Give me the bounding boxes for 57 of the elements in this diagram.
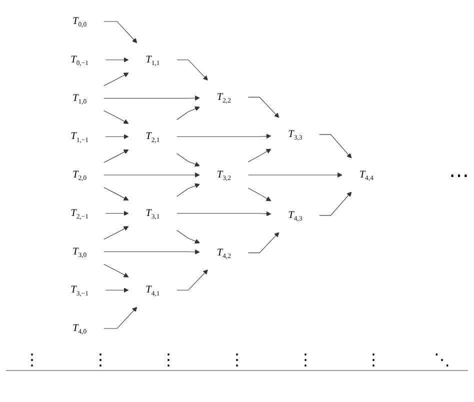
arrow	[176, 134, 272, 139]
arrow	[248, 148, 272, 162]
node-text: T$_{4,1}$	[146, 284, 160, 298]
node-text: T$_{4,3}$	[288, 208, 302, 222]
arrow	[176, 106, 200, 120]
node-text: T$_{1,−1}$	[70, 130, 88, 144]
arrow	[176, 60, 208, 81]
node-text: T$_{2,0}$	[72, 168, 87, 182]
arrow	[176, 183, 200, 197]
node-text: T$_{3,3}$	[288, 128, 302, 142]
continuation-dots: ⋮	[297, 351, 314, 370]
arrow	[103, 149, 129, 163]
arrow	[248, 172, 342, 178]
arrow	[103, 21, 138, 44]
node-text: T$_{3,−1}$	[70, 284, 88, 298]
arrow	[319, 192, 352, 216]
continuation-dots: ⋮	[160, 351, 177, 370]
node-text: T$_{4,0}$	[72, 322, 87, 336]
arrow	[103, 249, 200, 254]
continuation-dots: ⋮	[228, 351, 245, 370]
arrow	[176, 269, 208, 290]
continuation-dots: ⋮	[24, 351, 40, 370]
continuation-dots: ⋮	[92, 351, 108, 370]
arrow	[103, 172, 200, 178]
arrow	[248, 188, 272, 202]
arrow	[176, 211, 272, 216]
node-text: T$_{1,0}$	[72, 92, 87, 106]
continuation-dots: ⋮	[366, 351, 382, 370]
node-text: T$_{3,1}$	[146, 206, 160, 220]
arrow	[103, 187, 129, 201]
arrow	[103, 264, 129, 278]
arrow	[319, 134, 352, 158]
arrow	[105, 288, 129, 293]
arrow	[105, 134, 129, 140]
node-text: T$_{4,4}$	[359, 168, 374, 182]
node-text: T$_{0,−1}$	[70, 53, 88, 67]
arrow	[248, 96, 280, 118]
continuation-dots: ⋱	[434, 351, 450, 370]
ellipsis: ⋯	[449, 164, 469, 186]
arrow	[176, 153, 200, 167]
arrow	[105, 210, 129, 216]
node-text: T$_{2,2}$	[216, 90, 231, 104]
arrow	[103, 306, 138, 329]
arrow	[248, 232, 280, 254]
arrow	[103, 110, 129, 124]
node-text: T$_{0,0}$	[72, 14, 87, 28]
node-text: T$_{2,1}$	[146, 130, 160, 144]
arrow	[103, 226, 129, 240]
arrow	[103, 96, 200, 101]
node-text: T$_{2,−1}$	[70, 206, 88, 220]
node-text: T$_{4,2}$	[216, 246, 231, 260]
arrow	[176, 230, 200, 244]
arrow	[105, 57, 129, 62]
node-text: T$_{3,2}$	[216, 168, 231, 182]
node-text: T$_{3,0}$	[72, 245, 87, 259]
arrow	[103, 72, 129, 86]
node-text: T$_{1,1}$	[146, 53, 160, 67]
